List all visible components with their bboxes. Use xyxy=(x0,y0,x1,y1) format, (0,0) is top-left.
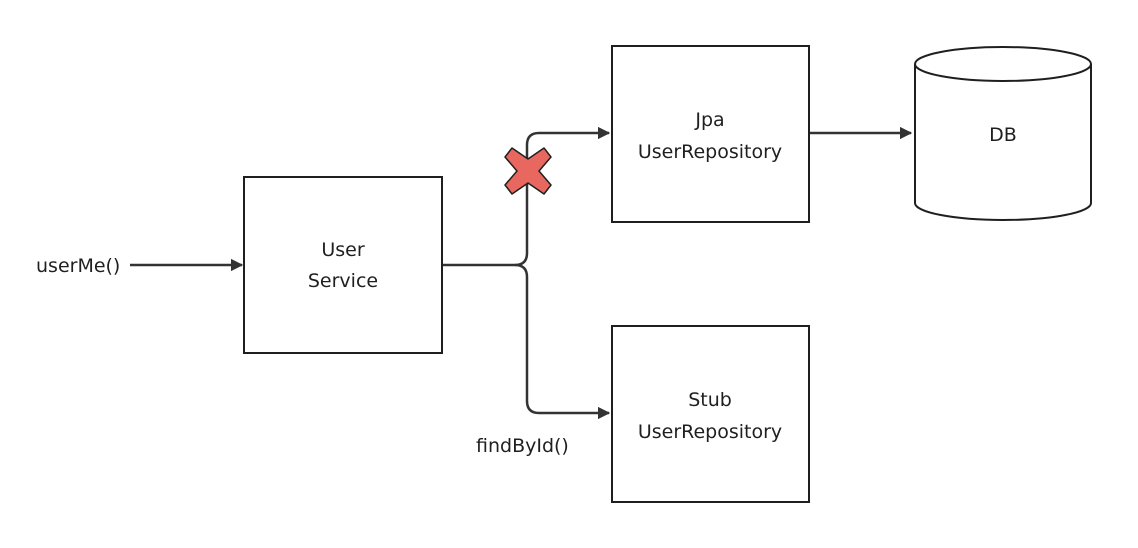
stub-repository-label-line1: Stub xyxy=(688,389,732,411)
x-mark-icon xyxy=(504,147,552,195)
db-cylinder-icon: DB xyxy=(914,46,1092,221)
jpa-repository-node: Jpa UserRepository xyxy=(611,45,810,223)
user-service-node: User Service xyxy=(243,176,443,354)
jpa-repository-label-line1: Jpa xyxy=(694,109,724,131)
edge-service-to-jpa xyxy=(443,126,611,267)
user-service-label-line1: User xyxy=(321,239,364,261)
stub-repository-label-line2: UserRepository xyxy=(638,421,782,443)
stub-repository-node: Stub UserRepository xyxy=(611,325,810,503)
edge-service-to-stub xyxy=(514,263,611,420)
user-service-label-line2: Service xyxy=(308,270,378,292)
db-label: DB xyxy=(989,124,1017,146)
jpa-repository-label-line2: UserRepository xyxy=(638,141,782,163)
entry-call-label: userMe() xyxy=(36,255,120,277)
stub-call-label: findById() xyxy=(476,435,569,457)
